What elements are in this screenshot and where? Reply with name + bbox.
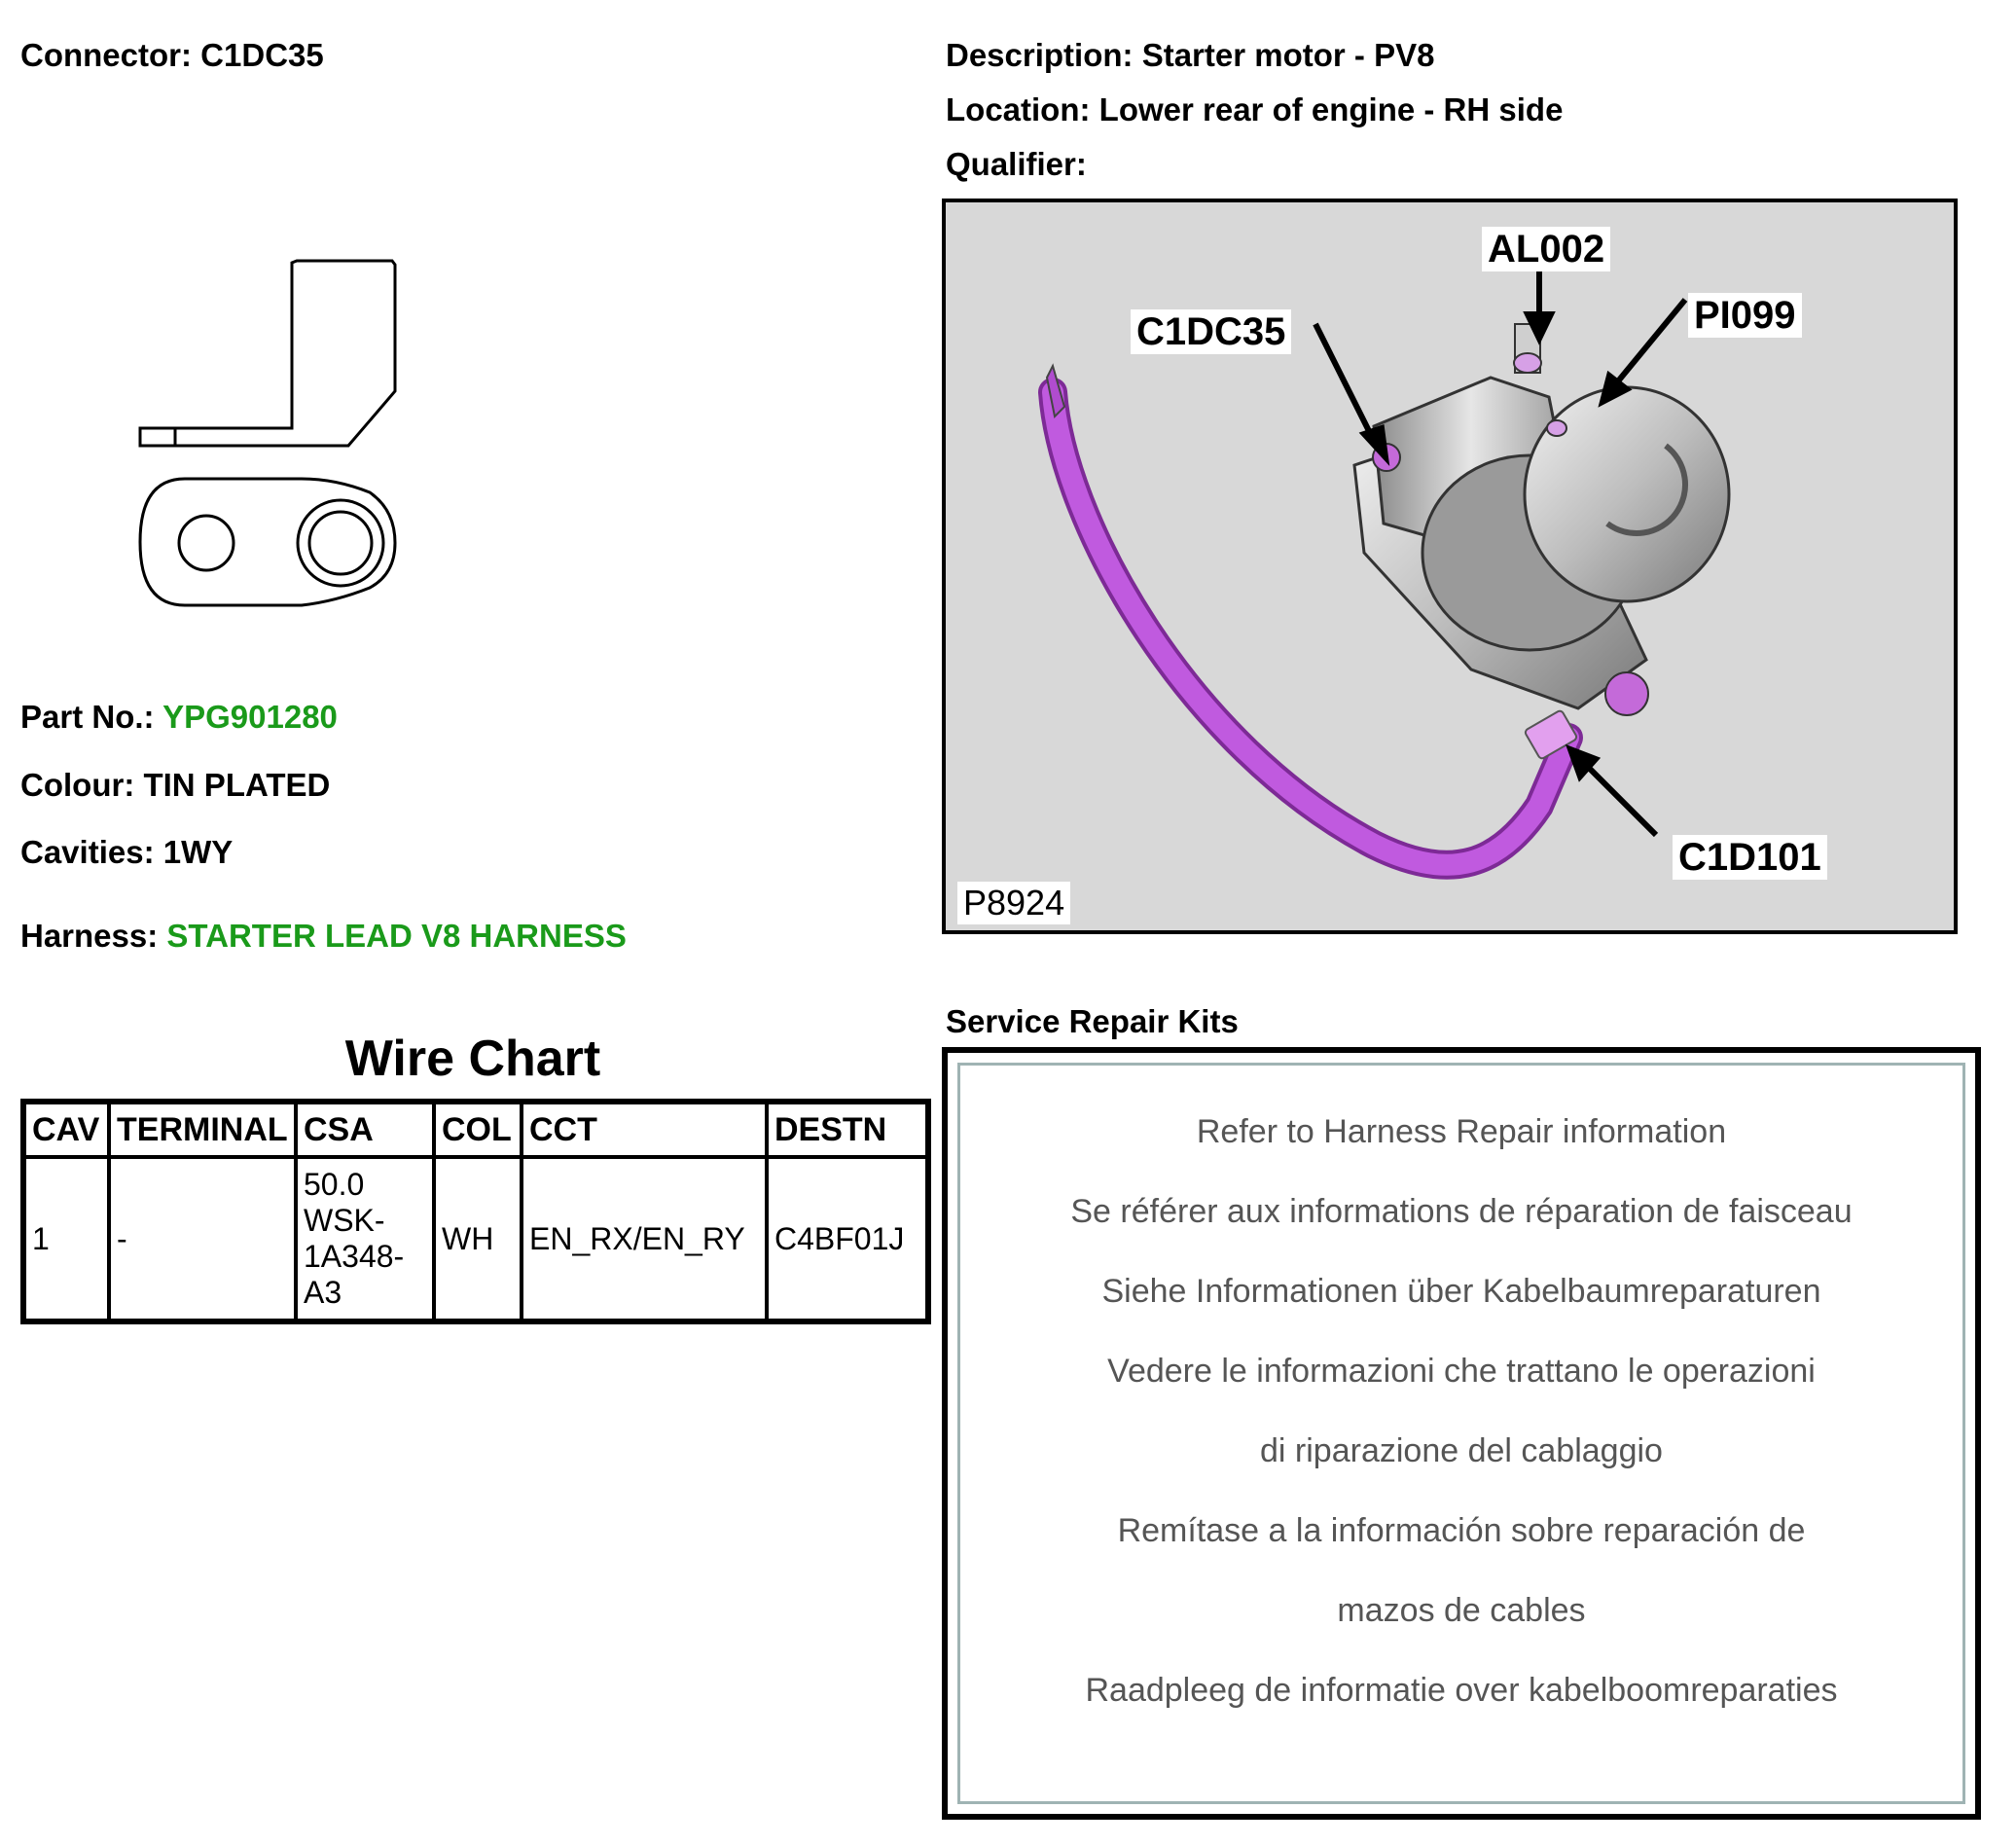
callout-c1dc35[interactable]: C1DC35 <box>1131 309 1292 354</box>
description-value: Starter motor - PV8 <box>1141 37 1435 73</box>
starter-lead-cable <box>1042 381 1579 876</box>
csa-line: A3 <box>304 1275 342 1310</box>
part-no-field: Part No.: YPG901280 <box>20 698 338 737</box>
cavities-field: Cavities: 1WY <box>20 833 233 872</box>
repair-info-line-de: Siehe Informationen über Kabelbaumrepara… <box>1101 1273 1821 1310</box>
terminal-hole-right-inner <box>307 510 374 576</box>
end-cap-detail <box>1605 443 1688 536</box>
cavities-value: 1WY <box>162 834 234 870</box>
callout-c1d101[interactable]: C1D101 <box>1673 835 1827 880</box>
colour-field: Colour: TIN PLATED <box>20 766 330 805</box>
repair-info-line-fr: Se référer aux informations de réparatio… <box>1070 1193 1853 1230</box>
location-label: Location: <box>946 91 1091 127</box>
connector-label: Connector: <box>20 37 192 73</box>
location-value: Lower rear of engine - RH side <box>1098 91 1564 127</box>
repair-info-line-es-1: Remítase a la información sobre reparaci… <box>1117 1512 1806 1549</box>
description-field: Description: Starter motor - PV8 <box>946 36 1434 75</box>
connector-drawing <box>138 259 397 607</box>
harness-value[interactable]: STARTER LEAD V8 HARNESS <box>166 918 627 954</box>
connector-field: Connector: C1DC35 <box>20 36 324 75</box>
wire-chart-table: CAV TERMINAL CSA COL CCT DESTN 1 - 50.0 … <box>20 1099 931 1324</box>
repair-info-line-es-2: mazos de cables <box>1337 1592 1586 1629</box>
starter-motor-illustration <box>1038 261 1731 880</box>
harness-field: Harness: STARTER LEAD V8 HARNESS <box>20 917 627 956</box>
header-csa: CSA <box>294 1100 436 1159</box>
header-terminal: TERMINAL <box>107 1100 298 1159</box>
repair-info-line-nl: Raadpleeg de informatie over kabelboomre… <box>1085 1672 1838 1709</box>
header-cct: CCT <box>520 1100 769 1159</box>
terminal-hole-right-outer <box>296 498 385 588</box>
harness-label: Harness: <box>20 918 159 954</box>
cell-csa: 50.0 WSK- 1A348- A3 <box>294 1155 436 1323</box>
lead-crimp-ferrule <box>1524 709 1578 760</box>
repair-info-line-it-2: di riparazione del cablaggio <box>1260 1432 1663 1469</box>
location-photo: AL002 C1DC35 PI099 C1D101 P8924 <box>942 199 1958 934</box>
service-repair-kits-box: Refer to Harness Repair information Se r… <box>942 1047 1981 1820</box>
qualifier-field: Qualifier: <box>946 145 1087 184</box>
csa-line: 50.0 <box>304 1167 365 1202</box>
cell-destn[interactable]: C4BF01J <box>765 1155 930 1323</box>
terminal-hole-left <box>177 514 235 572</box>
pi099-stud-nut <box>1546 419 1567 437</box>
callout-al002[interactable]: AL002 <box>1482 227 1611 271</box>
al002-stud-nut <box>1513 352 1542 374</box>
cell-cav: 1 <box>21 1155 111 1323</box>
cell-cct: EN_RX/EN_RY <box>520 1155 769 1323</box>
connector-body-outline <box>138 259 397 448</box>
part-no-value[interactable]: YPG901280 <box>162 699 338 735</box>
colour-label: Colour: <box>20 767 135 803</box>
service-repair-kits-inner: Refer to Harness Repair information Se r… <box>957 1063 1965 1804</box>
csa-line: WSK- <box>304 1203 385 1238</box>
motor-end-cap <box>1523 385 1731 603</box>
cell-col: WH <box>432 1155 523 1323</box>
wire-chart-title: Wire Chart <box>344 1031 601 1087</box>
table-row: 1 - 50.0 WSK- 1A348- A3 WH EN_RX/EN_RY C… <box>21 1155 930 1323</box>
repair-info-line-it-1: Vedere le informazioni che trattano le o… <box>1107 1353 1816 1390</box>
header-col: COL <box>432 1100 523 1159</box>
c1d101-bolt-head <box>1604 671 1649 716</box>
qualifier-label: Qualifier: <box>946 146 1087 182</box>
callout-pi099[interactable]: PI099 <box>1688 293 1802 338</box>
connector-terminal-plate <box>138 477 397 607</box>
wire-chart-header-row: CAV TERMINAL CSA COL CCT DESTN <box>21 1100 930 1159</box>
service-repair-kits-title: Service Repair Kits <box>946 1003 1239 1039</box>
header-destn: DESTN <box>765 1100 930 1159</box>
cell-terminal: - <box>107 1155 298 1323</box>
photo-id-label: P8924 <box>957 882 1071 924</box>
connector-value: C1DC35 <box>200 37 324 73</box>
description-label: Description: <box>946 37 1134 73</box>
repair-info-line-en: Refer to Harness Repair information <box>1196 1113 1727 1150</box>
callout-arrows <box>1313 261 1688 838</box>
colour-value: TIN PLATED <box>143 767 331 803</box>
part-no-label: Part No.: <box>20 699 155 735</box>
header-cav: CAV <box>21 1100 111 1159</box>
location-field: Location: Lower rear of engine - RH side <box>946 90 1563 129</box>
lead-end-terminal <box>1045 363 1066 419</box>
csa-line: 1A348- <box>304 1239 405 1274</box>
cavities-label: Cavities: <box>20 834 155 870</box>
